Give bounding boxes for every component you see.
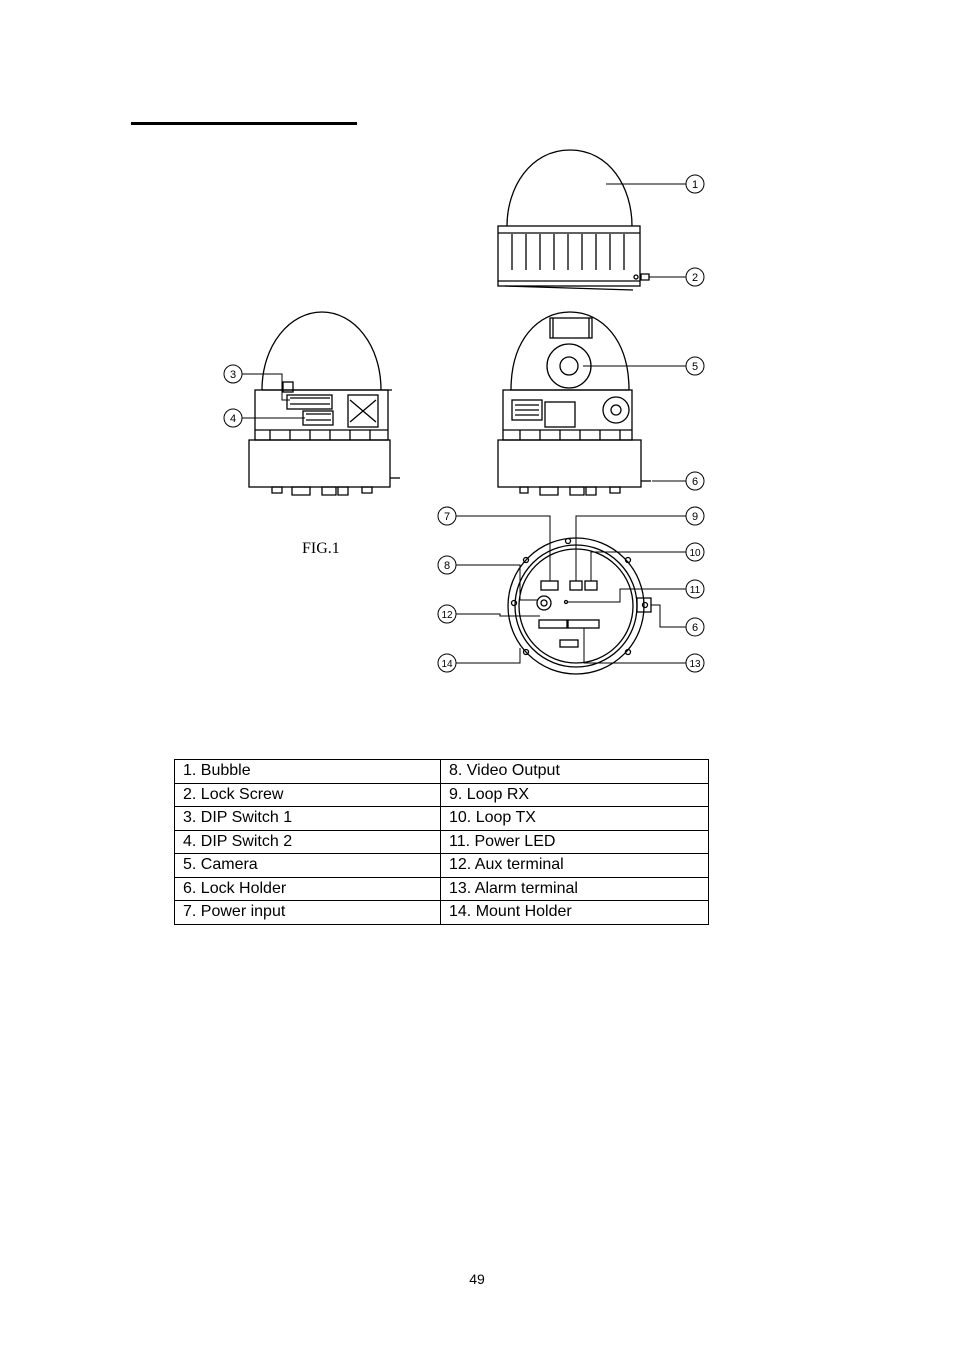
callout-1: 1	[685, 174, 705, 194]
callout-6a: 6	[685, 471, 705, 491]
callout-4: 4	[223, 408, 243, 428]
table-cell: 1. Bubble	[174, 759, 441, 784]
table-cell: 6. Lock Holder	[174, 876, 441, 901]
callout-labels: 1 2 3 4 5 6 7 9 10 8 11 12 6 14 13	[223, 174, 705, 673]
callout-12: 12	[437, 604, 457, 624]
table-cell: 2. Lock Screw	[174, 782, 441, 807]
base-plate-drawing	[507, 537, 652, 675]
table-cell: 8. Video Output	[440, 759, 709, 784]
dome-camera-diagram: 1 2 3 4 5 6 7 9 10 8 11 12 6 14 13	[223, 149, 705, 675]
leader-lines	[242, 183, 687, 664]
svg-text:11: 11	[690, 585, 701, 596]
table-cell: 13. Alarm terminal	[440, 876, 709, 901]
svg-text:9: 9	[692, 511, 698, 523]
callout-8: 8	[437, 555, 457, 575]
svg-text:3: 3	[230, 369, 236, 381]
table-cell: 9. Loop RX	[440, 782, 709, 807]
callout-3: 3	[223, 364, 243, 384]
figure-caption: FIG.1	[302, 540, 340, 557]
callout-6b: 6	[685, 617, 705, 637]
callout-14: 14	[437, 653, 457, 673]
callout-2: 2	[685, 267, 705, 287]
table-cell: 5. Camera	[174, 853, 441, 878]
callout-7: 7	[437, 506, 457, 526]
svg-text:1: 1	[692, 179, 698, 191]
svg-text:12: 12	[441, 610, 453, 621]
svg-text:10: 10	[689, 548, 701, 559]
table-cell: 11. Power LED	[440, 829, 709, 854]
svg-text:8: 8	[444, 560, 450, 572]
table-cell: 14. Mount Holder	[440, 900, 709, 925]
svg-text:2: 2	[692, 272, 698, 284]
page-number: 49	[469, 1271, 485, 1287]
svg-text:13: 13	[689, 659, 701, 670]
table-cell: 12. Aux terminal	[440, 853, 709, 878]
callout-10: 10	[685, 542, 705, 562]
svg-text:5: 5	[692, 361, 698, 373]
table-cell: 10. Loop TX	[440, 806, 709, 831]
table-cell: 4. DIP Switch 2	[174, 829, 441, 854]
front-view-drawing	[497, 311, 651, 496]
svg-text:14: 14	[441, 659, 453, 670]
callout-9: 9	[685, 506, 705, 526]
bubble-housing-drawing	[497, 149, 650, 291]
callout-11: 11	[685, 579, 705, 599]
svg-text:6: 6	[692, 622, 698, 634]
callout-13: 13	[685, 653, 705, 673]
table-cell: 7. Power input	[174, 900, 441, 925]
table-cell: 3. DIP Switch 1	[174, 806, 441, 831]
svg-text:7: 7	[444, 511, 450, 523]
section-heading-rule	[131, 122, 357, 125]
svg-text:6: 6	[692, 476, 698, 488]
side-view-drawing	[248, 311, 400, 496]
svg-text:4: 4	[230, 413, 236, 425]
callout-5: 5	[685, 356, 705, 376]
